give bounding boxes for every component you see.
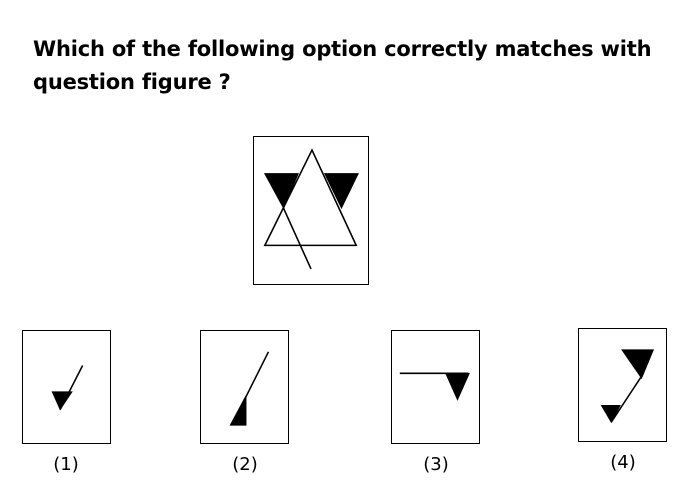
option-1-figure[interactable] xyxy=(22,330,111,444)
option-4-line xyxy=(610,375,643,423)
question-figure-drawing xyxy=(263,148,359,270)
left-filled-triangle xyxy=(263,173,299,210)
question-text: Which of the following option correctly … xyxy=(33,33,673,99)
option-2-figure[interactable] xyxy=(200,330,289,444)
right-filled-triangle xyxy=(323,173,359,210)
option-1-line xyxy=(59,365,84,410)
option-3-label: (3) xyxy=(423,454,449,475)
option-4-lower-filled-triangle xyxy=(600,405,621,424)
option-2-label: (2) xyxy=(232,454,258,475)
option-1-drawing xyxy=(51,365,84,411)
option-4-upper-filled-triangle xyxy=(621,349,655,380)
question-line-2: question figure ? xyxy=(33,70,231,94)
option-3-drawing xyxy=(399,372,470,401)
option-3-figure[interactable] xyxy=(391,330,480,444)
diagonal-line xyxy=(282,207,312,270)
option-2-drawing xyxy=(229,351,270,426)
option-4-drawing xyxy=(600,349,655,424)
question-line-1: Which of the following option correctly … xyxy=(33,37,652,61)
option-4-figure[interactable] xyxy=(578,328,667,442)
question-figure xyxy=(253,136,369,285)
option-2-line xyxy=(237,351,270,413)
option-3-filled-triangle xyxy=(445,372,470,401)
option-4-label: (4) xyxy=(610,452,636,473)
option-1-label: (1) xyxy=(53,454,79,475)
